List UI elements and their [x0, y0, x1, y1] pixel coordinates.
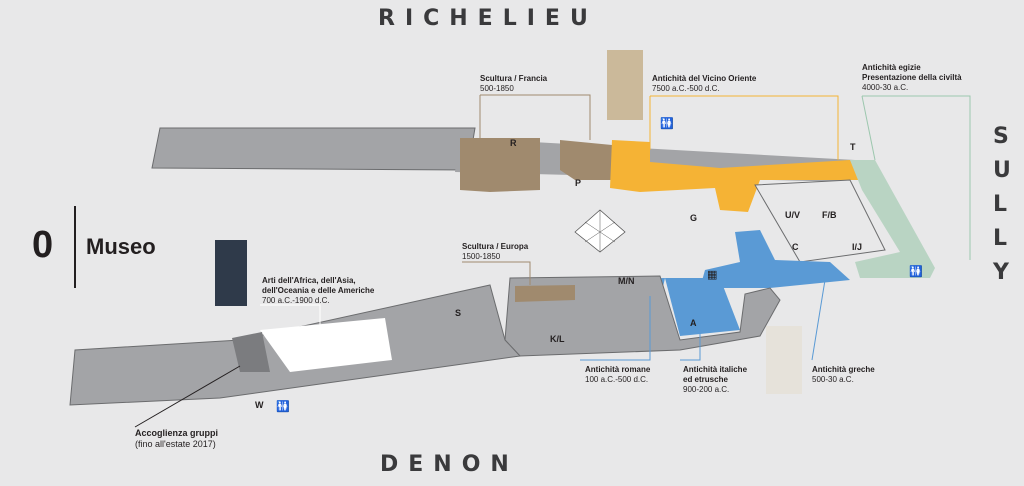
statue-photo-venus [766, 326, 802, 394]
leader-lines [260, 94, 971, 361]
label-roman[interactable]: Antichità romane 100 a.C.-500 d.C. [585, 365, 651, 384]
richelieu-corridor [151, 127, 476, 171]
greek-rooms[interactable] [700, 230, 850, 288]
wing-sully-letter: L [993, 226, 1008, 251]
label-africa[interactable]: Arti dell'Africa, dell'Asia, dell'Oceani… [262, 276, 375, 305]
label-groups[interactable]: Accoglienza gruppi (fino all'estate 2017… [135, 428, 219, 449]
room-code[interactable]: I/J [852, 242, 863, 252]
room-code[interactable]: W [255, 400, 264, 410]
room-code[interactable]: U/V [785, 210, 801, 220]
room-code[interactable]: P [575, 178, 582, 188]
wing-sully-letter: L [993, 192, 1008, 217]
label-sculpture-europe[interactable]: Scultura / Europa 1500-1850 [462, 242, 529, 261]
wing-denon: DENON [380, 452, 519, 477]
room-code[interactable]: T [850, 142, 856, 152]
wing-sully-letter: U [993, 158, 1011, 183]
statue-photo-africa [215, 240, 247, 306]
sculpture-france-rooms[interactable] [460, 138, 540, 192]
italic-rooms[interactable] [665, 278, 740, 336]
room-code[interactable]: M/N [618, 276, 635, 286]
sully-courtyard [754, 179, 886, 263]
info-icon: ▦ [707, 269, 718, 281]
level-number: 0 [32, 224, 54, 266]
room-code[interactable]: K/L [550, 334, 565, 344]
label-near-east[interactable]: Antichità del Vicino Oriente 7500 a.C.-5… [652, 74, 757, 93]
room-code[interactable]: G [690, 213, 698, 223]
toilet-icon: 🚻 [276, 401, 290, 413]
toilet-icon: 🚻 [909, 266, 923, 278]
label-italic[interactable]: Antichità italiche ed etrusche 900-200 a… [683, 365, 748, 394]
toilet-icon: 🚻 [660, 118, 674, 130]
label-greek[interactable]: Antichità greche 500-30 a.C. [812, 365, 875, 384]
sculpture-europe-rooms[interactable] [515, 285, 575, 302]
room-code[interactable]: C [792, 242, 799, 252]
wing-richelieu: RICHELIEU [378, 6, 598, 31]
near-east-rooms[interactable] [610, 140, 860, 212]
room-code[interactable]: S [455, 308, 462, 318]
label-egypt[interactable]: Antichità egizie Presentazione della civ… [862, 63, 962, 92]
room-code[interactable]: R [510, 138, 517, 148]
room-code[interactable]: A [690, 318, 697, 328]
groups-leader [134, 365, 241, 428]
level-divider [74, 206, 76, 288]
statue-photo-near-east [607, 50, 643, 120]
room-code[interactable]: F/B [822, 210, 837, 220]
wing-sully-letter: S [993, 124, 1009, 149]
pyramid-icon [574, 209, 626, 253]
egypt-rooms[interactable] [850, 160, 935, 278]
africa-rooms[interactable] [260, 318, 392, 372]
wing-sully-letter: Y [993, 260, 1009, 285]
sculpture-france-rooms-2[interactable] [560, 140, 612, 180]
level-name: Museo [86, 234, 156, 259]
label-sculpture-france[interactable]: Scultura / Francia 500-1850 [480, 74, 548, 93]
groups-area [232, 332, 270, 372]
